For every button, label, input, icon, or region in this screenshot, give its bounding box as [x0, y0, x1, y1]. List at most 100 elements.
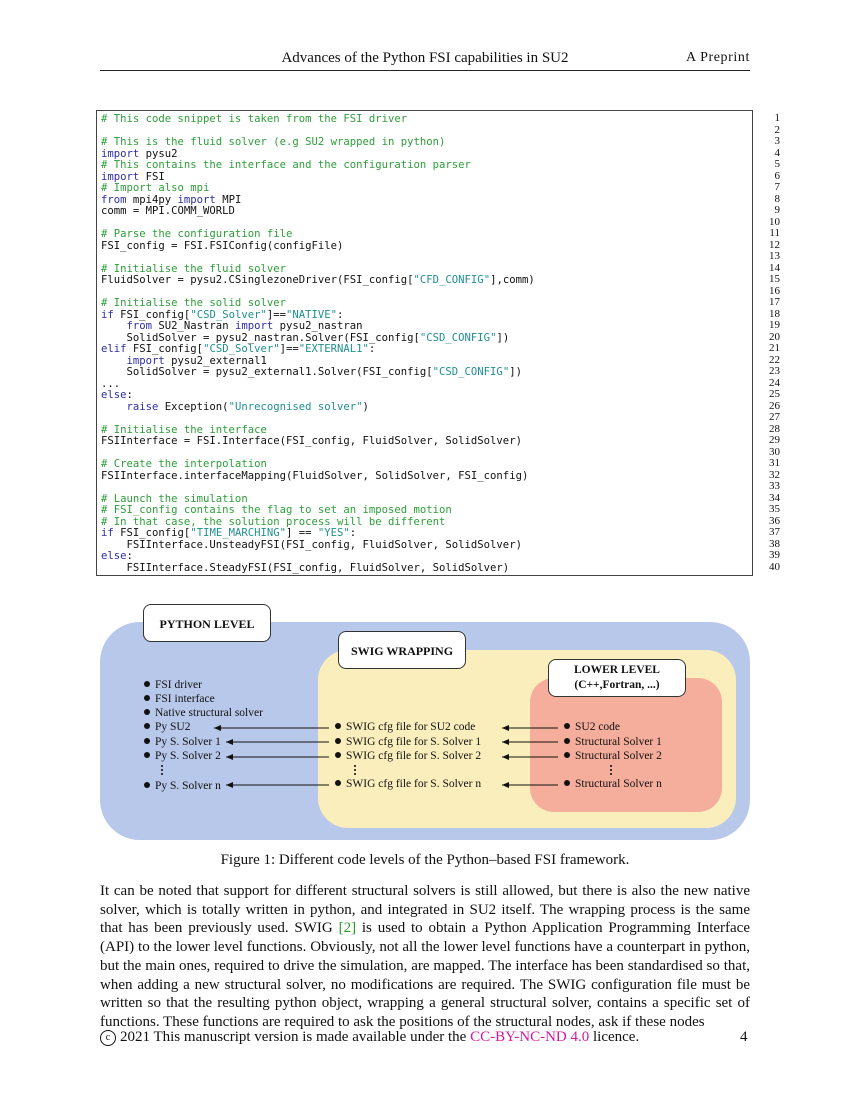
figure-caption: Figure 1: Different code levels of the P…: [220, 852, 630, 868]
code-line: FSIInterface.interfaceMapping(FluidSolve…: [101, 469, 535, 483]
line-number: 9: [774, 204, 781, 216]
copyright-icon: c: [100, 1030, 116, 1046]
bullet: [564, 723, 570, 729]
line-number: 32: [769, 468, 780, 481]
code-token: "CSD_Solver": [203, 343, 280, 355]
code-token: from: [101, 193, 127, 206]
python-level-label: PYTHON LEVEL: [143, 604, 271, 642]
code-line: # Launch the simulation: [101, 492, 535, 506]
code-line: comm = MPI.COMM_WORLD: [101, 205, 535, 218]
code-token: # Initialise the fluid solver: [101, 262, 286, 275]
swig-item: SWIG cfg file for S. Solver 2: [335, 750, 481, 762]
code-token: # Create the interpolation: [101, 458, 267, 470]
bullet: [144, 752, 150, 758]
line-number: 29: [769, 434, 780, 446]
line-number: 2: [774, 123, 781, 136]
figure-arrows: [214, 725, 558, 788]
code-token: ]==: [266, 308, 286, 321]
code-token: FSIInterface.SteadyFSI(FSI_config, Fluid…: [101, 561, 510, 574]
line-number: 31: [769, 457, 780, 469]
lower-level-languages: (C++,Fortran, ...): [574, 679, 660, 691]
line-number: 22: [769, 353, 780, 366]
python-item: FSI driver: [144, 679, 202, 691]
code-line: FSIInterface = FSI.Interface(FSI_config,…: [101, 435, 535, 448]
code-token: # In that case, the solution process wil…: [101, 515, 446, 528]
code-token: SolidSolver = pysu2_nastran.Solver(FSI_c…: [101, 331, 420, 344]
line-number: 25: [769, 388, 780, 400]
running-title: Advances of the Python FSI capabilities …: [281, 50, 569, 66]
line-number: 34: [769, 491, 780, 504]
line-number: 10: [769, 215, 780, 228]
bullet: [335, 723, 341, 729]
code-token: "CSD_Solver": [190, 308, 267, 321]
line-number: 7: [774, 181, 781, 193]
code-line: # FSI_config contains the flag to set an…: [101, 504, 535, 517]
code-line: if FSI_config["CSD_Solver"]=="NATIVE":: [101, 308, 535, 322]
body-paragraph: It can be noted that support for differe…: [100, 883, 750, 1030]
code-line: else:: [101, 389, 535, 402]
license-link[interactable]: CC-BY-NC-ND 4.0: [470, 1029, 590, 1045]
line-number: 13: [769, 250, 780, 262]
line-number: 21: [769, 342, 780, 354]
code-line: # This is the fluid solver (e.g SU2 wrap…: [101, 136, 535, 149]
bullet: [564, 780, 570, 786]
code-line: ...: [101, 378, 535, 391]
python-item: Py S. Solver 2: [144, 750, 221, 762]
code-token: if: [101, 527, 114, 539]
code-token: :: [126, 550, 133, 562]
lower-item: Structural Solver 1: [564, 736, 662, 748]
code-token: FSIInterface.interfaceMapping(FluidSolve…: [101, 469, 529, 482]
line-number: 3: [774, 135, 781, 147]
code-token: :: [368, 343, 376, 355]
code-token: # This is the fluid solver (e.g SU2 wrap…: [101, 136, 446, 148]
code-token: import: [234, 320, 274, 332]
line-number: 38: [769, 537, 780, 550]
code-token: comm = MPI.COMM_WORLD: [101, 205, 235, 217]
line-number: 5: [774, 158, 781, 170]
line-number: 24: [769, 376, 780, 389]
page-number: 4: [740, 1029, 748, 1045]
code-line: # Initialise the solid solver: [101, 297, 535, 310]
citation-link[interactable]: [2]: [338, 920, 357, 937]
code-token: "CSD_CONFIG": [432, 366, 510, 378]
code-token: # Launch the simulation: [101, 492, 248, 505]
code-token: # Import also mpi: [101, 182, 210, 194]
code-token: from: [126, 320, 153, 332]
line-number: 40: [769, 560, 780, 573]
header-rule: [100, 70, 750, 71]
code-token: FSIInterface.UnsteadyFSI(FSI_config, Flu…: [101, 538, 522, 551]
bullet: [335, 780, 341, 786]
code-token: FSI: [139, 170, 165, 183]
code-token: elif: [101, 343, 127, 355]
bullet: [144, 723, 150, 729]
preprint-label: A Preprint: [686, 50, 750, 65]
code-line: if FSI_config["TIME_MARCHING"] == "YES":: [101, 527, 535, 540]
code-token: FSI_config[: [113, 308, 191, 321]
line-number: 4: [774, 146, 781, 159]
code-token: pysu2: [139, 147, 178, 160]
python-item: Native structural solver: [144, 707, 263, 719]
code-token: "YES": [317, 527, 350, 539]
ellipsis-dots: [354, 764, 356, 776]
code-token: "NATIVE": [286, 308, 338, 321]
line-number: 19: [769, 319, 780, 331]
code-token: if: [101, 308, 114, 321]
line-number: 30: [769, 445, 780, 458]
code-token: ]): [509, 366, 522, 378]
code-line: # Parse the configuration file: [101, 228, 535, 241]
code-token: FluidSolver = pysu2.CSinglezoneDriver(FS…: [101, 274, 414, 286]
code-token: SolidSolver = pysu2_external1.Solver(FSI…: [101, 366, 433, 378]
code-line: import pysu2: [101, 147, 535, 161]
ellipsis-dots: [161, 764, 163, 776]
code-token: raise: [126, 400, 159, 413]
python-item: Py SU2: [144, 721, 190, 733]
code-token: ]==: [279, 343, 299, 355]
line-number: 33: [769, 480, 780, 492]
lower-level-title: LOWER LEVEL: [574, 664, 660, 676]
code-token: ]): [496, 331, 510, 344]
line-number: 23: [769, 365, 780, 377]
swig-item: SWIG cfg file for S. Solver 1: [335, 736, 481, 748]
bullet: [144, 738, 150, 744]
code-token: MPI: [215, 193, 242, 206]
line-number: 27: [769, 411, 780, 423]
